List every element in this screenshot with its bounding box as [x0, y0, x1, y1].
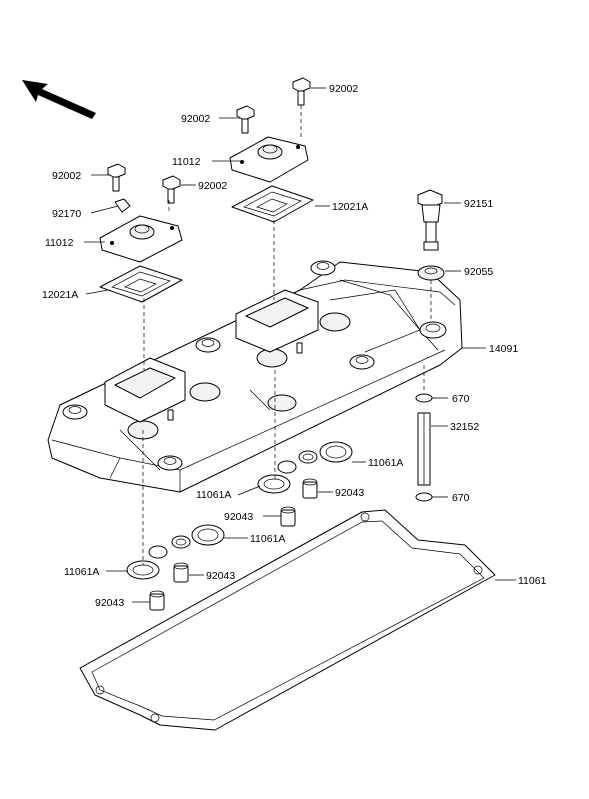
- label-11061[interactable]: 11061: [518, 575, 547, 587]
- gasket-11061A-mid-small[interactable]: [171, 535, 191, 549]
- label-92002-c[interactable]: 92002: [52, 170, 81, 182]
- label-11061A-d[interactable]: 11061A: [64, 566, 99, 578]
- label-92043-b[interactable]: 92043: [224, 511, 253, 523]
- label-12021A-a[interactable]: 12021A: [42, 289, 78, 301]
- leader-lines: [84, 87, 516, 603]
- label-92151[interactable]: 92151: [464, 198, 493, 210]
- gasket-11061A-right-large[interactable]: [319, 441, 353, 463]
- label-12021A-b[interactable]: 12021A: [332, 201, 368, 213]
- label-11061A-c[interactable]: 11061A: [250, 533, 285, 545]
- label-92043-a[interactable]: 92043: [335, 487, 364, 499]
- bolt-92151[interactable]: [417, 189, 443, 251]
- washer-92055[interactable]: [417, 265, 445, 281]
- gasket-12021A-left[interactable]: [99, 265, 183, 303]
- gasket-11061A-small-upper[interactable]: [277, 460, 297, 474]
- label-11061A-b[interactable]: 11061A: [196, 489, 231, 501]
- breather-cover-11012-left[interactable]: [99, 215, 183, 263]
- part-labels: 92002 92002 11012 92002 92002 92170 1101…: [42, 83, 547, 609]
- label-14091[interactable]: 14091: [489, 343, 518, 355]
- pipe-32152[interactable]: [417, 412, 431, 486]
- head-cover-gasket-11061[interactable]: [79, 509, 496, 731]
- dowel-92043-upper-left[interactable]: [280, 506, 296, 527]
- label-670-a[interactable]: 670: [452, 393, 470, 405]
- label-92002-a[interactable]: 92002: [329, 83, 358, 95]
- assembly-lines: [142, 105, 432, 565]
- dowel-92043-lower-right[interactable]: [173, 562, 189, 583]
- bolt-92002-c[interactable]: [107, 163, 126, 192]
- gasket-11061A-mid-large[interactable]: [191, 524, 225, 546]
- dowel-92043-upper-right[interactable]: [302, 478, 318, 499]
- gasket-11061A-small-lower[interactable]: [148, 545, 168, 559]
- gasket-12021A-right[interactable]: [231, 185, 314, 223]
- bolt-92002-b[interactable]: [236, 105, 255, 134]
- o-ring-670-bottom[interactable]: [415, 492, 433, 502]
- label-32152[interactable]: 32152: [450, 421, 479, 433]
- label-92055[interactable]: 92055: [464, 266, 493, 278]
- bolt-92002-d[interactable]: [162, 175, 181, 204]
- gasket-11061A-right-small[interactable]: [298, 450, 318, 464]
- label-670-b[interactable]: 670: [452, 492, 470, 504]
- collar-92170[interactable]: [114, 198, 131, 213]
- label-92002-d[interactable]: 92002: [198, 180, 227, 192]
- label-92002-b[interactable]: 92002: [181, 113, 210, 125]
- label-92043-c[interactable]: 92043: [206, 570, 235, 582]
- breather-cover-11012-right[interactable]: [229, 136, 309, 183]
- label-11012-a[interactable]: 11012: [45, 237, 74, 249]
- label-11061A-a[interactable]: 11061A: [368, 457, 403, 469]
- o-ring-670-top[interactable]: [415, 393, 433, 403]
- dowel-92043-lower-left[interactable]: [149, 590, 165, 611]
- label-11012-b[interactable]: 11012: [172, 156, 201, 168]
- gasket-11061A-plug-upper[interactable]: [257, 474, 291, 494]
- label-92043-d[interactable]: 92043: [95, 597, 124, 609]
- gasket-11061A-plug-lower[interactable]: [126, 560, 160, 580]
- bolt-92002-a[interactable]: [292, 77, 311, 106]
- cylinder-head-cover-14091[interactable]: [47, 260, 463, 493]
- label-92170[interactable]: 92170: [52, 208, 81, 220]
- front-direction-arrow-icon: [22, 80, 96, 119]
